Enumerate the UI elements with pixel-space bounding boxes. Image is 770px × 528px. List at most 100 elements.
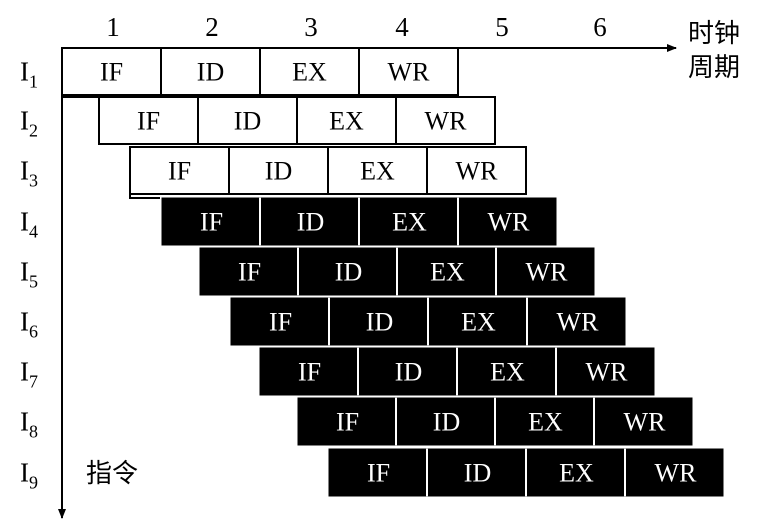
stage-label-wr: WR	[425, 107, 468, 136]
stage-label-id: ID	[197, 58, 224, 87]
stage-cell-if	[259, 347, 358, 396]
stage-cell-if	[328, 448, 427, 497]
cycle-number-2: 2	[205, 12, 219, 42]
stage-label-id: ID	[433, 408, 460, 437]
stage-cell-id	[358, 347, 457, 396]
instruction-name: I	[20, 257, 29, 287]
stage-cell-id	[427, 448, 526, 497]
stage-label-wr: WR	[586, 358, 629, 387]
stage-label-wr: WR	[655, 459, 698, 488]
stage-label-if: IF	[367, 459, 390, 488]
instruction-row-5: I5 IF ID EX WR	[20, 247, 595, 296]
stage-cell-wr	[594, 397, 693, 446]
stage-cell-wr	[556, 347, 655, 396]
cycle-number-3: 3	[304, 12, 318, 42]
stage-label-ex: EX	[392, 208, 427, 237]
instruction-row-8: I8 IF ID EX WR	[20, 397, 693, 446]
stage-cell-ex	[428, 297, 527, 346]
instruction-label-9: I9	[20, 458, 38, 493]
stage-label-ex: EX	[329, 107, 364, 136]
stage-label-wr: WR	[526, 258, 569, 287]
instruction-subscript: 4	[29, 222, 38, 242]
instruction-name: I	[20, 307, 29, 337]
stage-label-wr: WR	[456, 157, 499, 186]
instruction-row-2: I2 IF ID EX WR	[20, 96, 496, 145]
instruction-label-6: I6	[20, 307, 38, 342]
x-axis-label-line1: 时钟	[688, 19, 740, 49]
stage-label-if: IF	[336, 408, 359, 437]
stage-cell-wr	[458, 197, 557, 246]
instruction-row-7: I7 IF ID EX WR	[20, 347, 655, 396]
stage-label-wr: WR	[388, 58, 431, 87]
instruction-name: I	[20, 458, 29, 488]
stage-cell-if	[98, 96, 199, 145]
x-axis-label-line2: 周期	[688, 53, 740, 83]
stage-label-if: IF	[200, 208, 223, 237]
instruction-subscript: 9	[29, 473, 38, 493]
stage-label-if: IF	[298, 358, 321, 387]
stage-label-ex: EX	[528, 408, 563, 437]
instruction-subscript: 3	[29, 171, 38, 191]
stage-label-if: IF	[137, 107, 160, 136]
stage-cell-wr	[395, 96, 496, 145]
stage-cell-wr	[426, 146, 527, 195]
stage-label-wr: WR	[557, 308, 600, 337]
instruction-label-7: I7	[20, 357, 38, 392]
instruction-label-1: I1	[20, 57, 38, 92]
instruction-subscript: 5	[29, 272, 38, 292]
stage-label-if: IF	[100, 58, 123, 87]
stage-label-id: ID	[335, 258, 362, 287]
stage-cell-wr	[358, 47, 459, 96]
instruction-subscript: 6	[29, 322, 38, 342]
stage-label-ex: EX	[461, 308, 496, 337]
stage-cell-wr	[496, 247, 595, 296]
stage-label-id: ID	[464, 459, 491, 488]
stage-label-if: IF	[168, 157, 191, 186]
stage-cell-id	[228, 146, 329, 195]
stage-cell-if	[161, 197, 260, 246]
instruction-subscript: 7	[29, 372, 38, 392]
stage-cell-id	[396, 397, 495, 446]
instruction-label-2: I2	[20, 106, 38, 141]
cycle-number-4: 4	[395, 12, 409, 42]
instruction-subscript: 1	[29, 72, 38, 92]
stage-cell-wr	[527, 297, 626, 346]
stage-cell-ex	[259, 47, 360, 96]
stage-label-ex: EX	[490, 358, 525, 387]
stage-cell-ex	[327, 146, 428, 195]
y-axis-label: 指令	[86, 459, 138, 489]
stage-cell-ex	[397, 247, 496, 296]
stage-label-wr: WR	[624, 408, 667, 437]
stage-cell-ex	[526, 448, 625, 497]
instruction-subscript: 8	[29, 422, 38, 442]
instruction-name: I	[20, 207, 29, 237]
stage-label-ex: EX	[292, 58, 327, 87]
instruction-row-4: I4 IF ID EX WR	[20, 197, 557, 246]
instruction-name: I	[20, 106, 29, 136]
stage-cell-if	[230, 297, 329, 346]
stage-label-id: ID	[265, 157, 292, 186]
stage-label-id: ID	[395, 358, 422, 387]
instruction-label-3: I3	[20, 156, 38, 191]
stage-label-if: IF	[238, 258, 261, 287]
instruction-subscript: 2	[29, 121, 38, 141]
stage-cell-id	[197, 96, 298, 145]
stage-label-id: ID	[297, 208, 324, 237]
instruction-label-8: I8	[20, 407, 38, 442]
stage-cell-if	[199, 247, 298, 296]
cycle-number-1: 1	[106, 12, 120, 42]
stage-label-wr: WR	[488, 208, 531, 237]
stage-label-if: IF	[269, 308, 292, 337]
stage-label-ex: EX	[430, 258, 465, 287]
instruction-name: I	[20, 357, 29, 387]
instruction-label-5: I5	[20, 257, 38, 292]
cycle-number-6: 6	[593, 12, 607, 42]
stage-cell-id	[260, 197, 359, 246]
cycle-number-5: 5	[495, 12, 509, 42]
stage-label-id: ID	[234, 107, 261, 136]
instruction-name: I	[20, 156, 29, 186]
